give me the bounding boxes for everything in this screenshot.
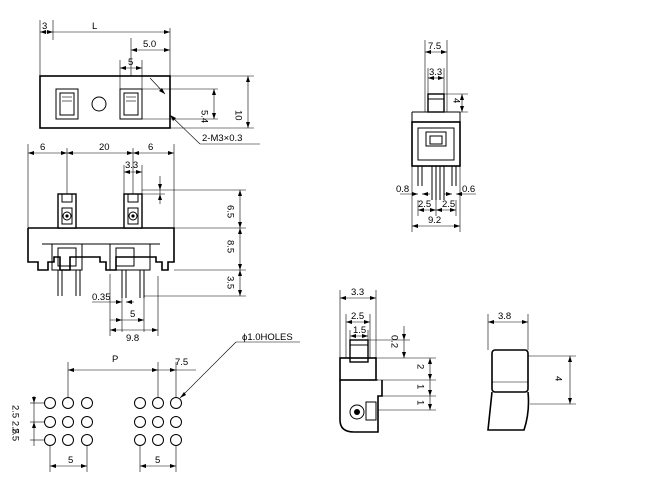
right-button bbox=[123, 193, 143, 229]
top-view: 3 L 5.0 5 5.4 10 2-M3×0.3 bbox=[39, 20, 260, 145]
holes-label: ϕ1.0HOLES bbox=[242, 332, 293, 343]
dim-row-pitch-left: 2.5 bbox=[10, 428, 21, 441]
dim-cap-a-outer: 3.3 bbox=[351, 287, 364, 298]
dim-right-offset: 7.5 bbox=[175, 357, 188, 368]
dim-cap-a-h3: 1 bbox=[415, 400, 426, 405]
dim-cap-b-height: 4 bbox=[553, 376, 564, 381]
front-view: 6 20 6 3.3 6.5 8.5 3.5 0.35 5 bbox=[27, 142, 246, 344]
side-view: 7.5 3.3 4 0.8 0.6 2.5 2.5 9.2 bbox=[396, 40, 476, 232]
dim-base-width: 9.2 bbox=[428, 215, 441, 226]
dim-window: 5 bbox=[128, 57, 133, 68]
dim-height: 10 bbox=[233, 110, 244, 121]
dim-pin-thickness: 0.35 bbox=[92, 292, 111, 303]
dim-pins: 3.5 bbox=[225, 276, 236, 289]
dim-body: 8.5 bbox=[225, 240, 236, 253]
dim-pin-pitch-b: 2.5 bbox=[442, 199, 455, 210]
mount-holes-label: 2-M3×0.3 bbox=[202, 133, 242, 144]
top-view-body bbox=[39, 75, 171, 129]
left-button bbox=[57, 193, 77, 229]
center-hole bbox=[91, 96, 107, 112]
dim-pin-right: 0.6 bbox=[462, 184, 475, 195]
dim-button-width: 3.3 bbox=[125, 160, 138, 171]
dim-col-pitch-left: 5 bbox=[68, 455, 73, 466]
right-window-inner bbox=[123, 92, 139, 116]
dim-pin-span: 9.8 bbox=[126, 333, 139, 344]
dim-cap-a-h2: 1 bbox=[415, 384, 426, 389]
dim-cap-a-stem: 1.5 bbox=[353, 325, 366, 336]
dim-length: L bbox=[92, 21, 97, 32]
cap-detail-a: 3.3 2.5 1.5 0.2 2 1 1 bbox=[339, 287, 436, 433]
left-window bbox=[55, 88, 79, 120]
dim-left: 6 bbox=[40, 142, 45, 153]
pcb-layout: P 7.5 ϕ1.0HOLES 2.5 2.5 2.5 5 5 bbox=[10, 332, 300, 472]
right-window bbox=[119, 88, 143, 120]
dim-pitch: 5.0 bbox=[143, 39, 156, 50]
dim-cap-a-h1: 2 bbox=[415, 364, 426, 369]
left-window-inner bbox=[59, 92, 75, 116]
dim-height-inner: 5.4 bbox=[199, 110, 210, 123]
dim-offset-left: 3 bbox=[42, 21, 47, 32]
dim-button-width-side: 3.3 bbox=[429, 67, 442, 78]
dim-right: 6 bbox=[148, 142, 153, 153]
dim-pin-pitch: 5 bbox=[130, 309, 135, 320]
dim-pitch-p: P bbox=[112, 354, 118, 365]
dim-pin-pitch-a: 2.5 bbox=[418, 199, 431, 210]
dim-row-pitch: 2.5 2.5 bbox=[10, 405, 21, 434]
side-button bbox=[427, 93, 445, 113]
cap-detail-b: 3.8 4 bbox=[487, 311, 576, 431]
cap-b-body bbox=[491, 349, 529, 393]
cap-b-skirt bbox=[487, 391, 530, 431]
dim-cap-b-width: 3.8 bbox=[498, 311, 511, 322]
dim-pin-left: 0.8 bbox=[396, 184, 409, 195]
dim-cap-a-mid: 2.5 bbox=[351, 311, 364, 322]
dim-top-width: 7.5 bbox=[428, 41, 441, 52]
dim-button-height: 4 bbox=[451, 98, 462, 103]
dim-col-pitch-right: 5 bbox=[155, 455, 160, 466]
cap-a-base bbox=[339, 380, 383, 433]
dim-cap-a-gap: 0.2 bbox=[389, 335, 400, 348]
dim-stroke: 6.5 bbox=[225, 205, 236, 218]
dim-middle: 20 bbox=[99, 142, 110, 153]
